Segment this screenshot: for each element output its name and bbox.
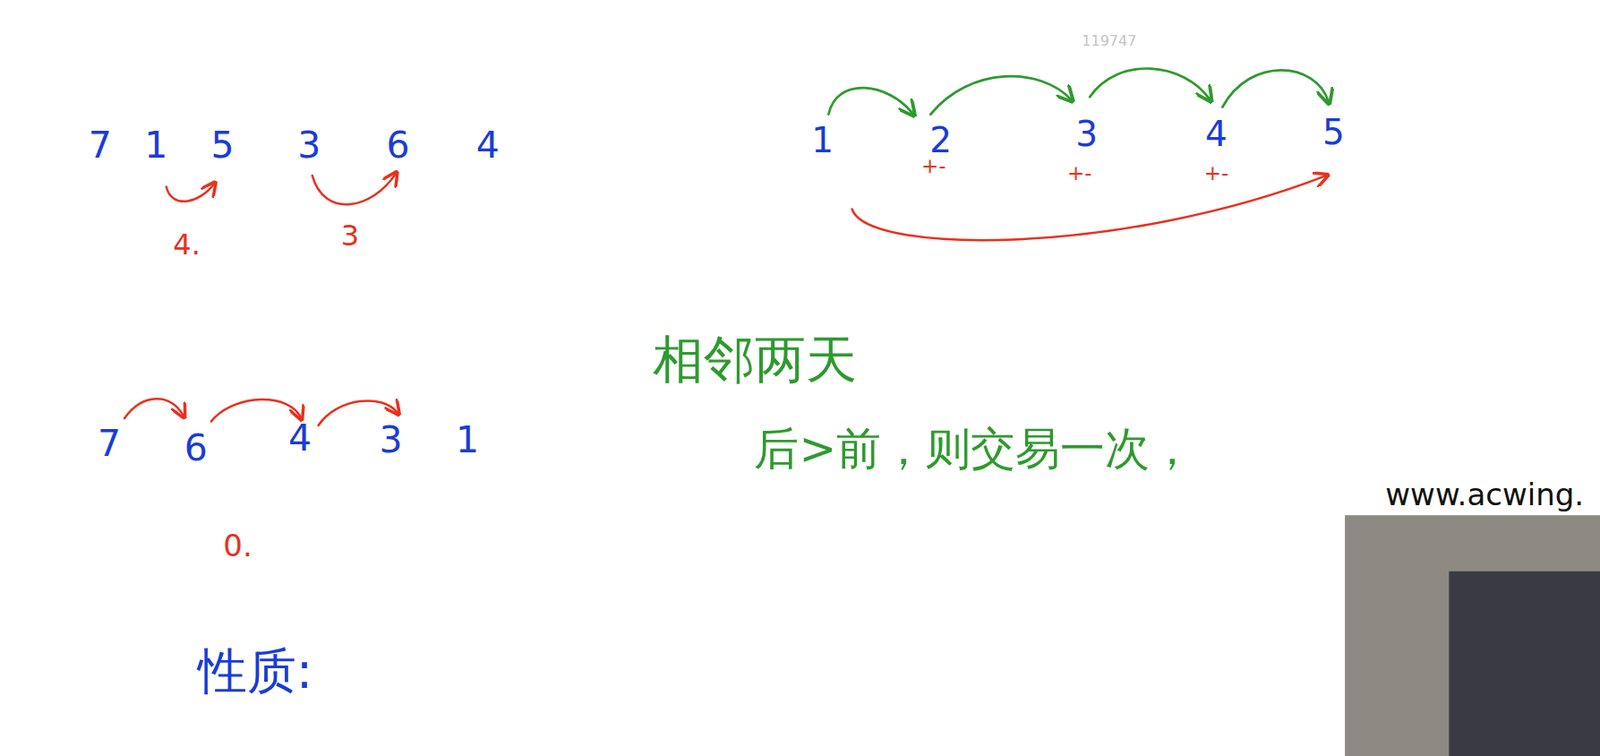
green-arrow bbox=[1222, 69, 1329, 107]
red-arrow bbox=[124, 398, 184, 419]
number: 7 bbox=[88, 125, 112, 166]
webcam-panel bbox=[1344, 514, 1600, 756]
number: 1 bbox=[455, 420, 480, 462]
red-arrow bbox=[312, 173, 396, 206]
red-arrow bbox=[211, 399, 301, 421]
green-arrow bbox=[930, 76, 1071, 114]
profit-note: 4. bbox=[172, 229, 201, 261]
number: 6 bbox=[385, 125, 410, 166]
number: 5 bbox=[210, 125, 234, 166]
number: 5 bbox=[1322, 113, 1345, 153]
watermark: www.acwing. bbox=[1385, 478, 1584, 512]
webcam-panel bbox=[1448, 571, 1600, 756]
profit-note: 3 bbox=[341, 221, 360, 253]
number: 3 bbox=[1075, 115, 1098, 155]
watermark: 119747 bbox=[1081, 33, 1137, 50]
sign-note: +- bbox=[1204, 162, 1230, 185]
rule-note: 相邻两天 bbox=[652, 331, 857, 388]
number: 6 bbox=[184, 428, 208, 470]
number: 7 bbox=[97, 423, 121, 464]
number: 3 bbox=[297, 125, 321, 166]
green-arrow bbox=[1089, 68, 1210, 101]
number: 4 bbox=[288, 419, 312, 460]
number: 3 bbox=[378, 420, 403, 462]
number: 1 bbox=[144, 125, 168, 166]
rule-note: 后>前，则交易一次， bbox=[753, 424, 1195, 474]
number: 4 bbox=[1205, 115, 1228, 155]
number: 4 bbox=[476, 125, 500, 166]
sign-note: +- bbox=[1067, 162, 1093, 185]
sign-note: +- bbox=[921, 154, 947, 178]
red-arrow bbox=[852, 175, 1327, 240]
green-arrow bbox=[828, 87, 914, 115]
red-arrow bbox=[166, 183, 215, 202]
profit-note: 0. bbox=[222, 529, 252, 563]
number: 1 bbox=[811, 121, 834, 161]
heading-note: 性质: bbox=[197, 643, 314, 699]
